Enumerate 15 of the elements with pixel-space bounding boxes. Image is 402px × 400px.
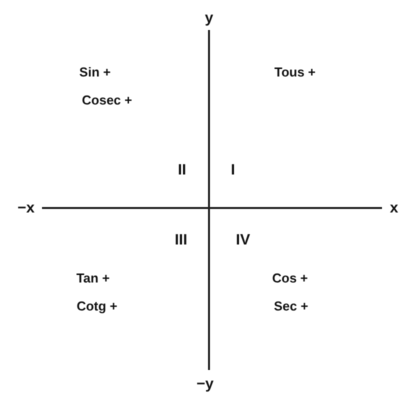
- axis-label: −x: [17, 200, 35, 216]
- axis-label: −y: [196, 376, 214, 392]
- quadrant-number: III: [174, 232, 188, 248]
- axis-label: y: [204, 10, 214, 26]
- function-sign-label: Cosec +: [82, 92, 132, 108]
- function-sign-label: Tous +: [274, 64, 316, 80]
- function-sign-label: Cos +: [272, 270, 308, 286]
- quadrant-number: IV: [236, 232, 250, 248]
- function-sign-label: Cotg +: [76, 298, 118, 314]
- function-sign-label: Sin +: [79, 64, 111, 80]
- function-sign-label: Sec +: [274, 298, 308, 314]
- function-sign-label: Tan +: [76, 270, 110, 286]
- quadrant-number: I: [230, 162, 236, 178]
- quadrant-number: II: [178, 162, 186, 178]
- axis-label: x: [390, 200, 398, 216]
